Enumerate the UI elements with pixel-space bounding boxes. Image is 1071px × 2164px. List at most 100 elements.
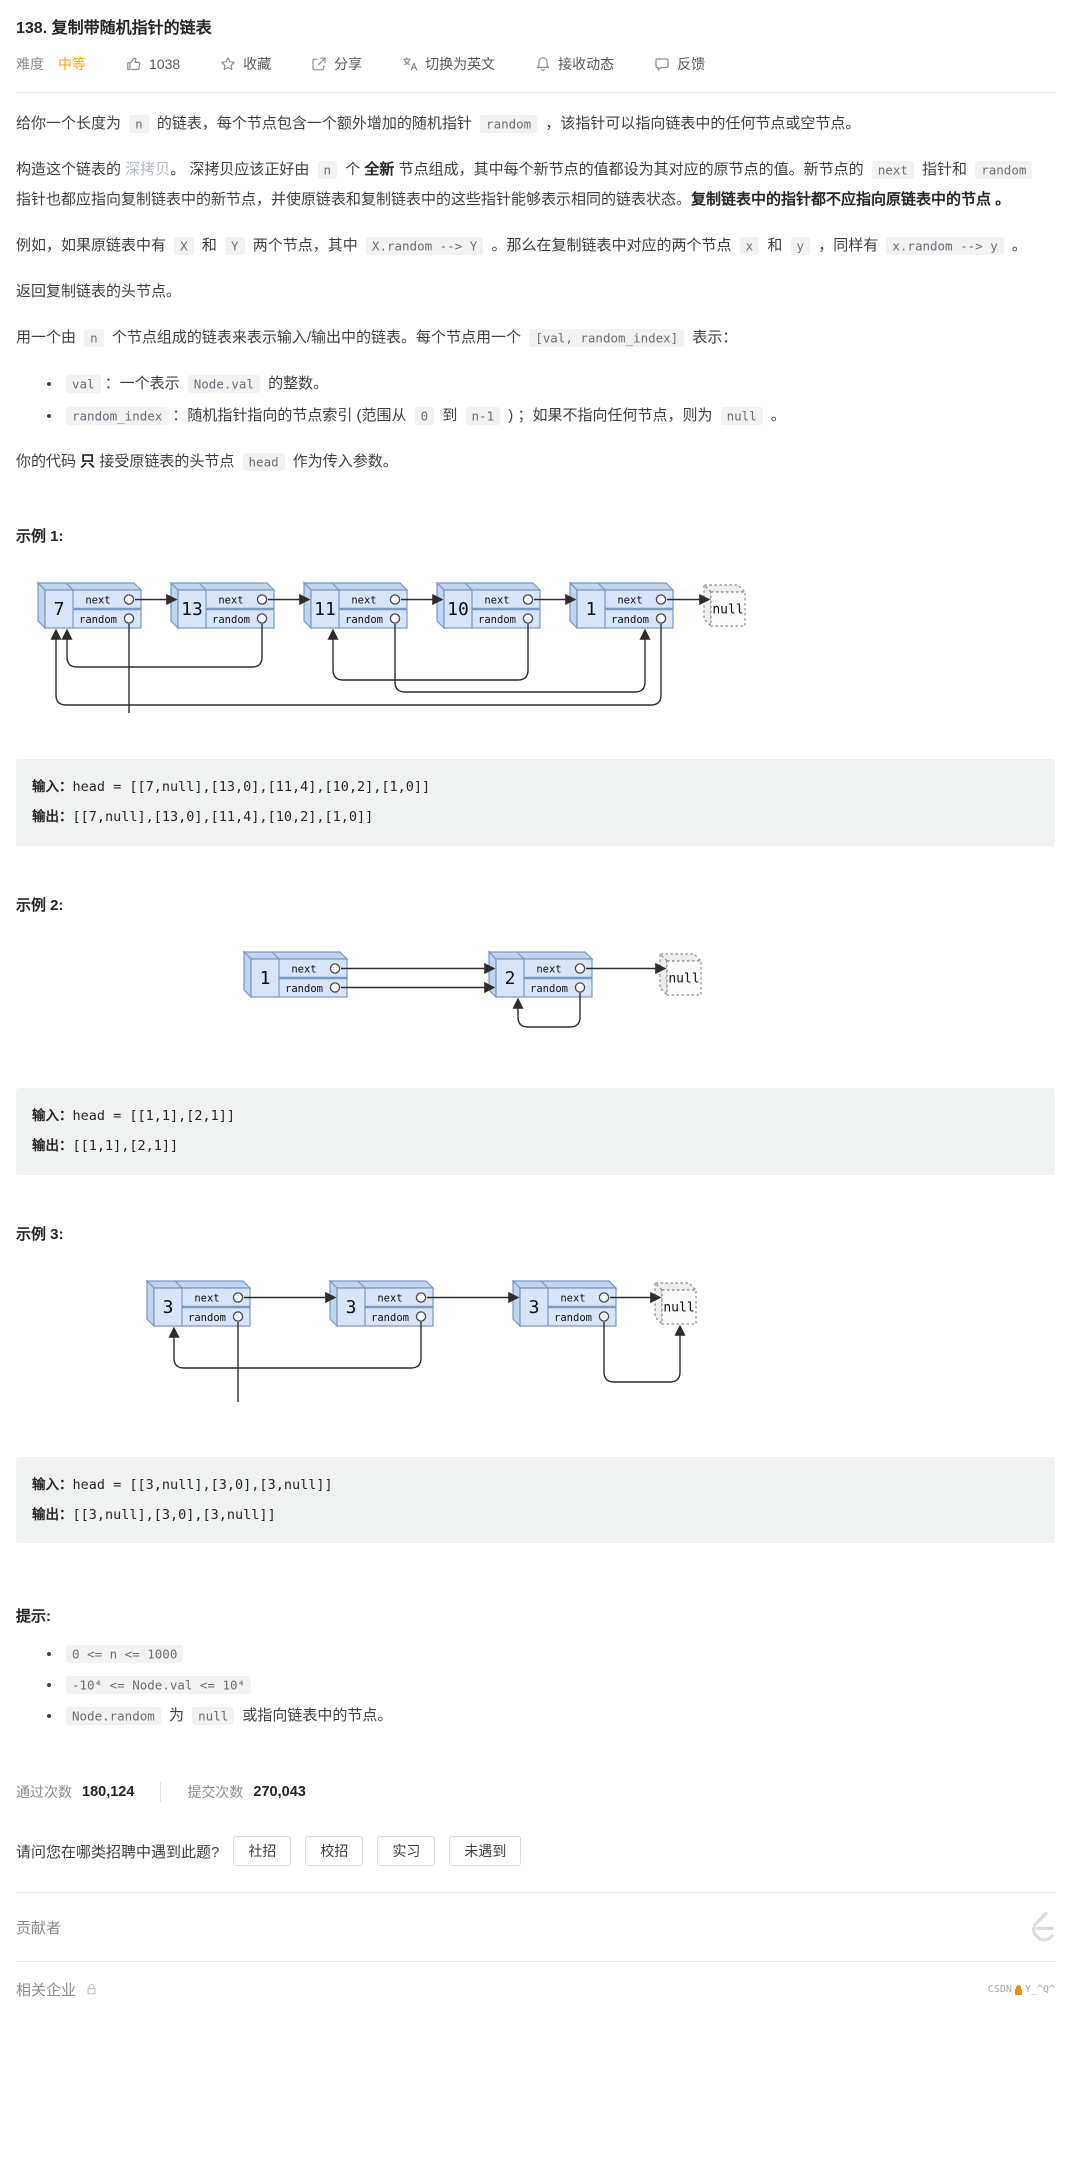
svg-text:random: random — [611, 614, 649, 626]
submissions-label: 提交次数 — [187, 1784, 244, 1801]
svg-text:2: 2 — [505, 968, 516, 989]
difficulty: 难度 中等 — [16, 54, 86, 74]
inline-code: 0 <= n <= 1000 — [66, 1644, 184, 1663]
poll-option-button[interactable]: 未遇到 — [449, 1836, 522, 1867]
example-io-block: 输入：head = [[3,null],[3,0],[3,null]]输出：[[… — [16, 1456, 1055, 1544]
input-label: 输入： — [32, 779, 73, 795]
subscribe-button[interactable]: 接收动态 — [535, 54, 614, 74]
watermark: CSDN Y_^Q^ — [988, 1984, 1055, 1996]
hints-heading: 提示: — [16, 1608, 51, 1626]
svg-text:10: 10 — [447, 599, 469, 620]
accepted-label: 通过次数 — [16, 1784, 72, 1801]
example-diagram: 1 next random 2 next random null — [166, 941, 1055, 1058]
svg-text:next: next — [351, 595, 376, 607]
poll-question: 请问您在哪类招聘中遇到此题? — [16, 1843, 220, 1861]
svg-text:random: random — [285, 983, 323, 995]
inline-code: -10⁴ <= Node.val <= 10⁴ — [66, 1675, 252, 1694]
svg-text:random: random — [371, 1312, 409, 1324]
svg-text:next: next — [536, 963, 561, 975]
switch-language-label: 切换为英文 — [425, 56, 496, 72]
svg-text:random: random — [212, 614, 250, 626]
output-label: 输出： — [32, 1138, 73, 1155]
inline-code: null — [720, 406, 763, 425]
favorite-button[interactable]: 收藏 — [220, 54, 271, 74]
inline-code: X — [174, 236, 194, 255]
description-list-item: random_index：随机指针指向的节点索引 (范围从 0 到 n-1 ) … — [62, 401, 1055, 431]
example-heading: 示例 2: — [16, 896, 64, 914]
problem-description: 给你一个长度为 n 的链表，每个节点包含一个额外增加的随机指针 random ，… — [16, 109, 1055, 477]
description-paragraph: 返回复制链表的头节点。 — [16, 283, 182, 300]
feedback-button[interactable]: 反馈 — [654, 54, 705, 74]
bold-text: 只 — [80, 453, 96, 470]
feedback-label: 反馈 — [677, 56, 706, 72]
accepted-count: 180,124 — [82, 1784, 135, 1801]
inline-code: y — [790, 236, 811, 255]
example-diagram: 3 next random 3 next random 3 next rando… — [134, 1270, 1055, 1427]
stats-row: 通过次数 180,124 提交次数 270,043 — [16, 1782, 1055, 1803]
svg-text:1: 1 — [260, 968, 271, 989]
contributors-row: 贡献者 — [16, 1893, 1055, 1961]
example-heading: 示例 3: — [16, 1225, 64, 1243]
poll-options: 社招校招实习未遇到 — [219, 1836, 522, 1867]
description-paragraph: 你的代码 只 接受原链表的头节点 head 作为传入参数。 — [16, 452, 398, 471]
examples-section: 示例 1: 7 next random 13 next random 11 ne… — [16, 525, 1055, 1544]
problem-page: 138. 复制带随机指针的链表 难度 中等 1038 收藏 分享 切换为英文 接… — [0, 0, 1071, 2020]
svg-text:null: null — [668, 971, 699, 986]
thumbs-up-icon — [127, 57, 141, 71]
inline-code: Node.random — [66, 1706, 161, 1725]
like-button[interactable]: 1038 — [126, 56, 180, 72]
description-paragraph: 例如，如果原链表中有 X 和 Y 两个节点，其中 X.random --> Y … — [16, 236, 1027, 255]
svg-text:7: 7 — [54, 599, 65, 620]
output-label: 输出： — [32, 1506, 73, 1523]
svg-text:next: next — [484, 595, 509, 607]
svg-text:next: next — [85, 595, 110, 607]
watermark-prefix: CSDN — [987, 1984, 1012, 1996]
switch-language-button[interactable]: 切换为英文 — [402, 54, 495, 74]
feedback-icon — [655, 58, 669, 71]
description-list-item: val：一个表示 Node.val 的整数。 — [62, 369, 1055, 399]
svg-text:random: random — [554, 1312, 592, 1324]
submissions-count: 270,043 — [253, 1784, 306, 1801]
favorite-label: 收藏 — [243, 56, 272, 72]
description-paragraph: 用一个由 n 个节点组成的链表来表示输入/输出中的链表。每个节点用一个 [val… — [16, 328, 738, 347]
star-icon — [221, 57, 235, 71]
hint-item: -10⁴ <= Node.val <= 10⁴ — [62, 1673, 1055, 1697]
example-io-block: 输入：head = [[7,null],[13,0],[11,4],[10,2]… — [16, 759, 1055, 846]
svg-text:3: 3 — [346, 1297, 357, 1318]
share-button[interactable]: 分享 — [311, 54, 362, 74]
bold-text: 复制链表中的指针都不应指向原链表中的节点 。 — [691, 191, 1011, 208]
translate-icon — [403, 57, 418, 71]
bold-text: 全新 — [364, 161, 395, 178]
svg-text:next: next — [194, 1292, 219, 1304]
linked-list-diagram: 1 next random 2 next random null — [242, 950, 703, 1028]
inline-code: random — [480, 114, 538, 133]
input-label: 输入： — [32, 1107, 73, 1124]
svg-text:next: next — [377, 1292, 402, 1304]
svg-text:1: 1 — [586, 599, 597, 620]
svg-text:next: next — [617, 595, 642, 607]
page-title: 138. 复制带随机指针的链表 — [16, 20, 212, 37]
svg-text:random: random — [478, 614, 516, 626]
divider — [16, 1961, 1055, 1963]
poll-option-button[interactable]: 社招 — [233, 1836, 292, 1867]
example-heading: 示例 1: — [16, 528, 64, 545]
like-count: 1038 — [149, 56, 181, 72]
lock-icon — [87, 1984, 96, 1995]
inline-code: Y — [225, 236, 245, 255]
inline-code: val — [66, 374, 101, 393]
poll-option-button[interactable]: 校招 — [305, 1836, 364, 1867]
svg-text:null: null — [712, 603, 743, 618]
description-paragraph: 构造这个链表的 深拷贝。 深拷贝应该正好由 n 个 全新 节点组成，其中每个新节… — [16, 155, 1055, 215]
related-companies-row: 相关企业 CSDN Y_^Q^ — [16, 1962, 1055, 2006]
linked-list-diagram: 7 next random 13 next random 11 next ran… — [36, 581, 747, 713]
inline-code: X.random --> Y — [365, 236, 484, 255]
inline-link[interactable]: 深拷贝 — [125, 161, 171, 178]
svg-text:random: random — [188, 1312, 226, 1324]
divider — [16, 92, 1055, 93]
inline-code: head — [242, 452, 285, 471]
input-label: 输入： — [32, 1476, 73, 1493]
linked-list-diagram: 3 next random 3 next random 3 next rando… — [145, 1279, 698, 1402]
inline-code: null — [192, 1706, 235, 1725]
poll-option-button[interactable]: 实习 — [377, 1836, 436, 1867]
svg-text:random: random — [530, 983, 568, 995]
